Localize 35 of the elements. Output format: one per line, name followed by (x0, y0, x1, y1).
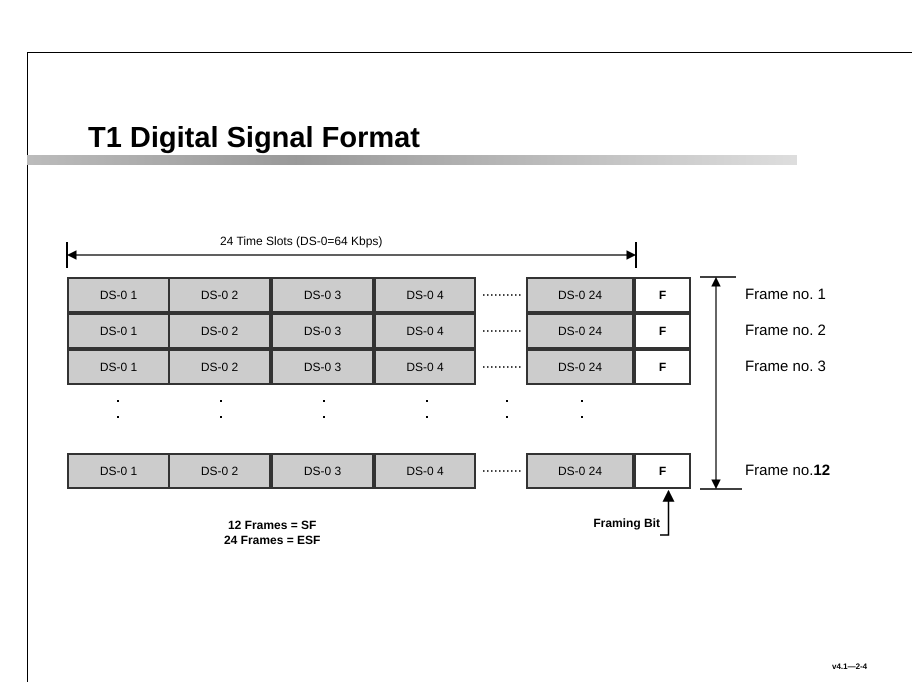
time-slot-cell: DS-0 24 (526, 313, 634, 349)
time-slot-cell: DS-0 1 (67, 313, 170, 349)
time-slot-cell: DS-0 1 (67, 277, 170, 313)
time-slot-cell: DS-0 1 (67, 453, 170, 489)
time-slot-cell: DS-0 2 (168, 453, 271, 489)
dimension-label: 24 Time Slots (DS-0=64 Kbps) (220, 233, 382, 250)
time-slot-cell: DS-0 4 (374, 277, 476, 313)
time-slot-cell: DS-0 24 (526, 277, 634, 313)
framing-bit-cell: F (634, 349, 691, 385)
frame-label: Frame no.12 (745, 463, 830, 478)
time-slot-cell: DS-0 24 (526, 349, 634, 385)
time-slot-cell: DS-0 4 (374, 453, 476, 489)
frame-label: Frame no. 2 (745, 323, 826, 338)
frame-label: Frame no. 1 (745, 287, 826, 302)
slide-title: T1 Digital Signal Format (88, 124, 420, 153)
footer-text: v4.1—2-4 (832, 663, 868, 671)
callout-text: Framing Bit (588, 516, 660, 554)
time-slot-cell: DS-0 24 (526, 453, 634, 489)
time-slot-cell: DS-0 4 (374, 313, 476, 349)
time-slot-cell: DS-0 3 (271, 349, 374, 385)
time-slot-cell: DS-0 3 (271, 313, 374, 349)
time-slot-cell: DS-0 2 (168, 277, 271, 313)
time-slot-cell: DS-0 3 (271, 277, 374, 313)
framing-bit-cell: F (634, 277, 691, 313)
arrow (660, 490, 674, 536)
time-slot-cell: DS-0 2 (168, 313, 271, 349)
time-slot-cell: DS-0 2 (168, 349, 271, 385)
frame-label: Frame no. 3 (745, 359, 826, 374)
framing-bit-cell: F (634, 453, 691, 489)
time-slot-cell: DS-0 3 (271, 453, 374, 489)
note-text: 24 Frames = ESF (224, 534, 320, 546)
time-slot-cell: DS-0 1 (67, 349, 170, 385)
time-slot-cell: DS-0 4 (374, 349, 476, 385)
note-text: 12 Frames = SF (228, 519, 316, 531)
framing-bit-cell: F (634, 313, 691, 349)
